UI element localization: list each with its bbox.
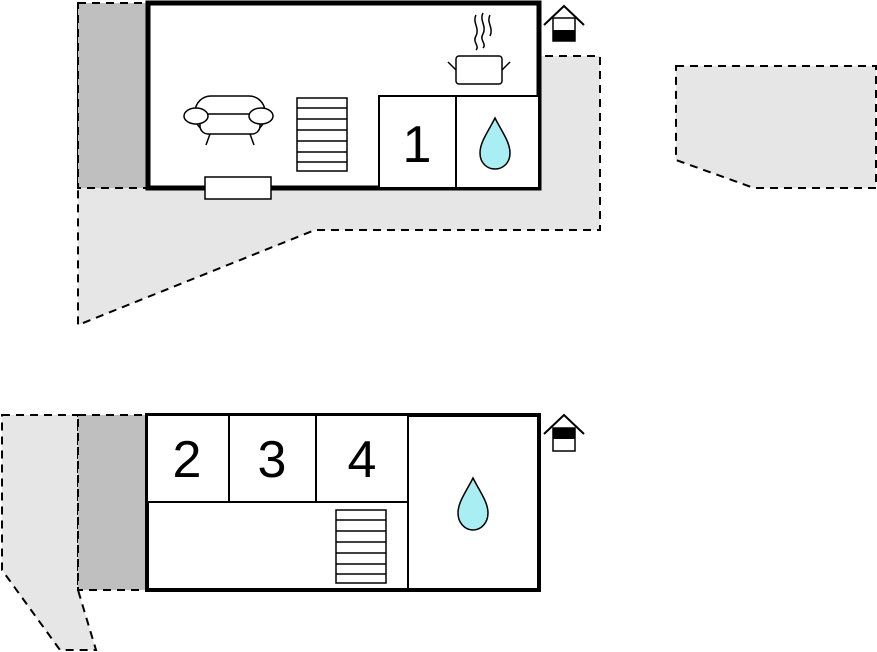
cooking-pot-icon <box>447 12 511 85</box>
floor-level-icon <box>543 413 585 452</box>
carport-area-lower <box>77 414 148 591</box>
carport-area <box>77 2 149 189</box>
stairs-icon <box>296 97 348 172</box>
room-1 <box>378 95 457 189</box>
room-number-2: 2 <box>173 431 202 489</box>
lower-floor: 2 3 4 <box>1 413 585 651</box>
floor-level-icon <box>543 4 585 42</box>
water-drop-icon <box>457 476 489 531</box>
room-number-3: 3 <box>258 431 287 489</box>
sofa-icon <box>183 95 274 146</box>
upper-floor: 1 <box>77 0 601 327</box>
terrace-area <box>77 2 601 327</box>
terrace-area-right <box>675 65 877 189</box>
stairs-icon <box>335 509 387 584</box>
water-drop-icon <box>479 116 511 170</box>
room-4 <box>315 414 409 503</box>
room-3 <box>228 414 317 503</box>
bathroom-upper <box>455 95 540 189</box>
room-number-4: 4 <box>348 431 377 489</box>
window-icon <box>204 176 272 200</box>
room-number-1: 1 <box>403 116 432 174</box>
